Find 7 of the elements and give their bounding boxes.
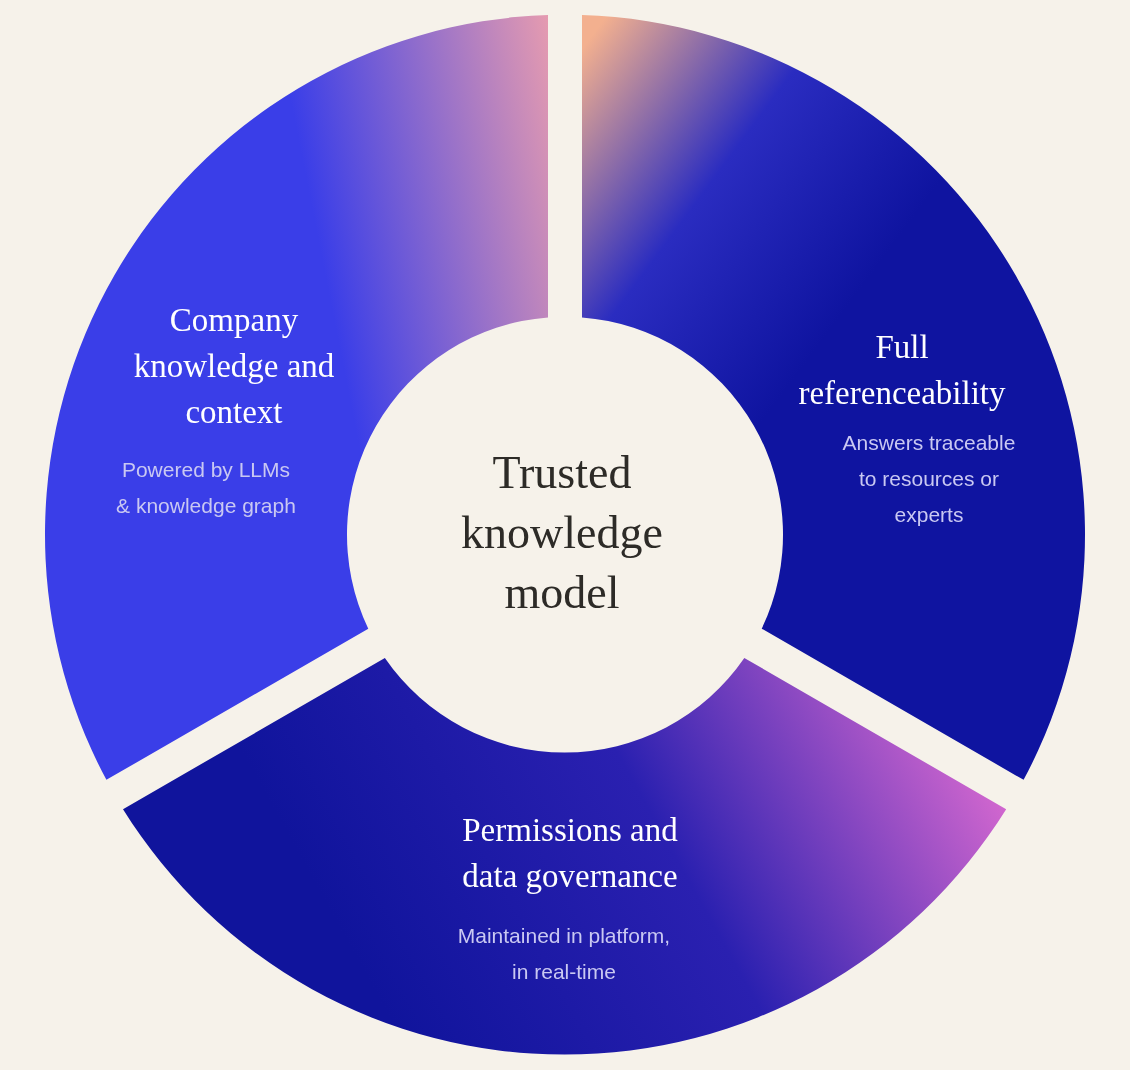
center-title: Trusted knowledge model [460,446,664,620]
segment-description: Maintained in platform, in real-time [456,923,672,985]
segment-heading: Company knowledge and context [132,301,336,432]
segment-description: Powered by LLMs & knowledge graph [115,457,297,519]
segment-description: Answers traceable to resources or experts [841,430,1017,528]
segment-heading: Permissions and data governance [461,811,679,896]
segment-heading: Full referenceability [797,328,1007,413]
